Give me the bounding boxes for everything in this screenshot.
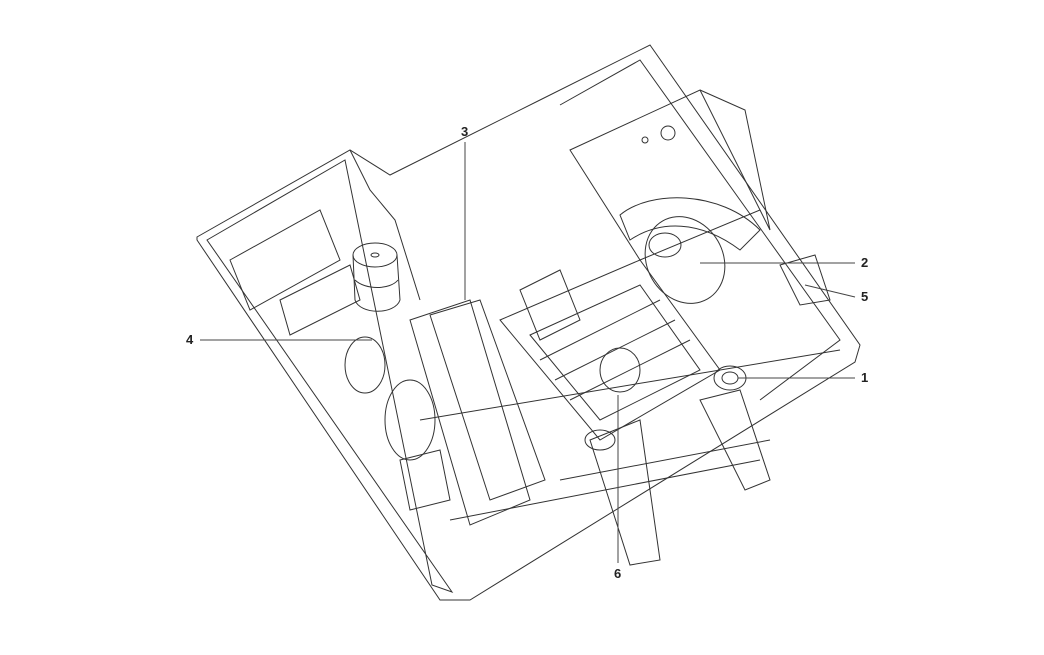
bracket <box>779 254 831 306</box>
callout-5: 5 <box>861 289 869 304</box>
pre-cleaner <box>352 242 401 312</box>
engine-block <box>499 259 747 451</box>
muffler-box <box>569 89 771 261</box>
callout-3: 3 <box>461 124 469 139</box>
mount-rails <box>559 389 771 566</box>
callout-2: 2 <box>861 255 869 270</box>
callout-4: 4 <box>186 332 194 347</box>
callout-6: 6 <box>614 566 622 581</box>
radiator <box>344 299 546 526</box>
leader-lines <box>200 142 856 563</box>
base-frame <box>196 44 861 601</box>
air-cleaner <box>619 197 761 304</box>
callout-1: 1 <box>861 370 869 385</box>
